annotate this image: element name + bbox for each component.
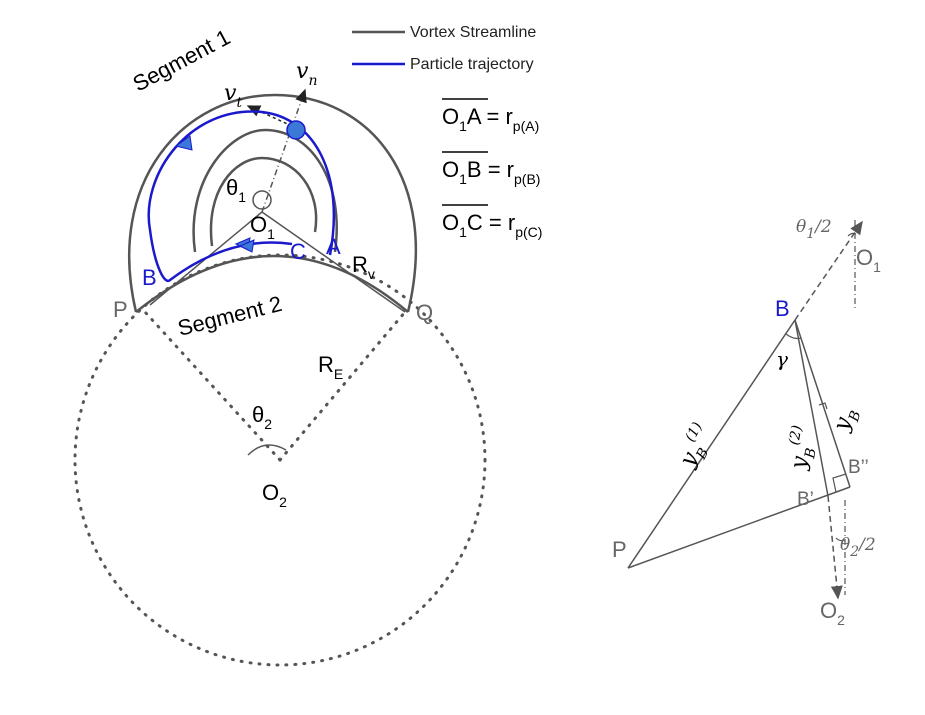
vortex-outer-boundary [127,93,418,313]
dashed-bprime-to-o2 [827,495,843,600]
gamma-arc [785,333,802,340]
segment2-label: Segment 2 [175,291,284,341]
segment1-label: Segment 1 [129,24,235,96]
tangent-direction-line [246,105,293,127]
o1-label: O1 [250,212,275,242]
point-b-label: B [142,265,157,290]
vn-label: vn [296,59,317,89]
trajectory-arrow-upper [174,135,193,151]
vt-label: vt [224,81,242,111]
normal-direction-line [261,88,307,213]
radius-o2-p [143,310,282,462]
theta1-label: θ1 [226,175,246,205]
equation-b: O1B = rp(B) [442,151,540,187]
trajectory-arrow-lower-right [238,239,255,253]
theta2-half-arc [835,537,846,542]
rv-label: Rv [352,252,375,282]
equation-a: O1A = rp(A) [442,98,539,134]
line-b-p [627,319,796,569]
vortex-streamline-2 [209,156,318,247]
theta1-circle [252,190,272,210]
line-b-bprime [794,319,829,497]
point-p-label: P [113,297,128,322]
svg-text:O1B = rp(B): O1B = rp(B) [442,157,540,187]
svg-text:O1A = rp(A): O1A = rp(A) [442,104,539,134]
yb2-label: yB(2) [782,424,823,473]
o2-label: O2 [262,480,287,510]
point-c-label: C [290,239,306,264]
legend-vortex-label: Vortex Streamline [410,24,536,41]
radius-o2-q [278,310,407,462]
right-angle-upper [818,402,828,410]
particle-dot [286,120,306,140]
particle-trajectory [147,110,336,283]
earth-circle-dotted [73,253,487,667]
theta2-arc [247,444,287,456]
svg-text:O1C = rp(C): O1C = rp(C) [442,210,542,240]
o1-to-q-line [261,211,406,313]
theta1-half-arc [847,232,857,237]
theta2-half-label: θ2/2 [840,535,876,560]
right-b-label: B [775,296,790,321]
theta2-label: θ2 [252,402,272,432]
gamma-label: γ [776,347,788,371]
point-a-label: A [326,234,341,259]
re-label: RE [318,352,343,382]
right-angle-bdouble [832,473,847,493]
right-bprime-label: B’ [797,489,814,510]
theta1-half-label: θ1/2 [796,217,832,242]
right-o1-label: O1 [856,245,881,275]
point-q-label: Q [416,300,433,325]
equation-c: O1C = rp(C) [442,204,542,240]
line-p-bdouble [627,486,851,569]
right-o2-label: O2 [820,598,845,628]
legend-particle-label: Particle trajectory [410,56,534,73]
right-bdouble-label: B’’ [848,457,869,478]
right-p-label: P [612,537,627,562]
yb-label: yB [829,405,865,437]
yb1-label: yB(1) [671,420,721,474]
